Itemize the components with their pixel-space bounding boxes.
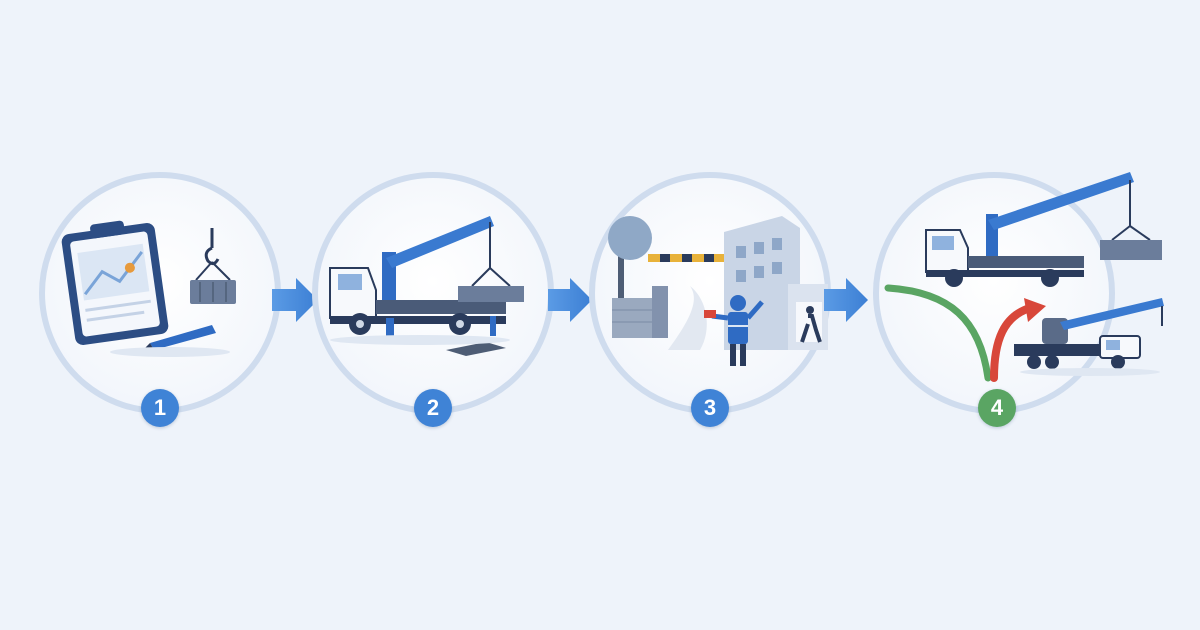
step-4-badge: 4	[978, 389, 1016, 427]
step-2-badge: 2	[414, 389, 452, 427]
step-2	[312, 172, 554, 414]
alternative-route-arrow-icon	[884, 284, 1046, 382]
mobile-crane-icon	[1014, 298, 1164, 369]
arrow-1-to-2-icon	[272, 278, 318, 322]
step-4	[873, 172, 1164, 414]
outrigger-pad-icon	[446, 342, 506, 356]
barrier-gate-icon	[648, 254, 724, 262]
tree-icon	[608, 216, 652, 306]
step-3-badge: 3	[691, 389, 729, 427]
crane-truck-icon	[329, 216, 506, 338]
step-1-badge: 1	[141, 389, 179, 427]
step-3	[589, 172, 831, 414]
step-1	[39, 172, 281, 414]
arrow-2-to-3-icon	[548, 278, 592, 322]
pedestrian-icon	[796, 302, 822, 343]
clipboard-icon	[61, 220, 169, 345]
crane-hook-icon	[190, 228, 236, 304]
load-icon	[458, 267, 524, 302]
wall-icon	[612, 286, 668, 338]
crane-truck-icon	[925, 172, 1162, 287]
arrow-3-to-4-icon	[824, 278, 868, 322]
worker-signaler-icon	[704, 295, 764, 366]
